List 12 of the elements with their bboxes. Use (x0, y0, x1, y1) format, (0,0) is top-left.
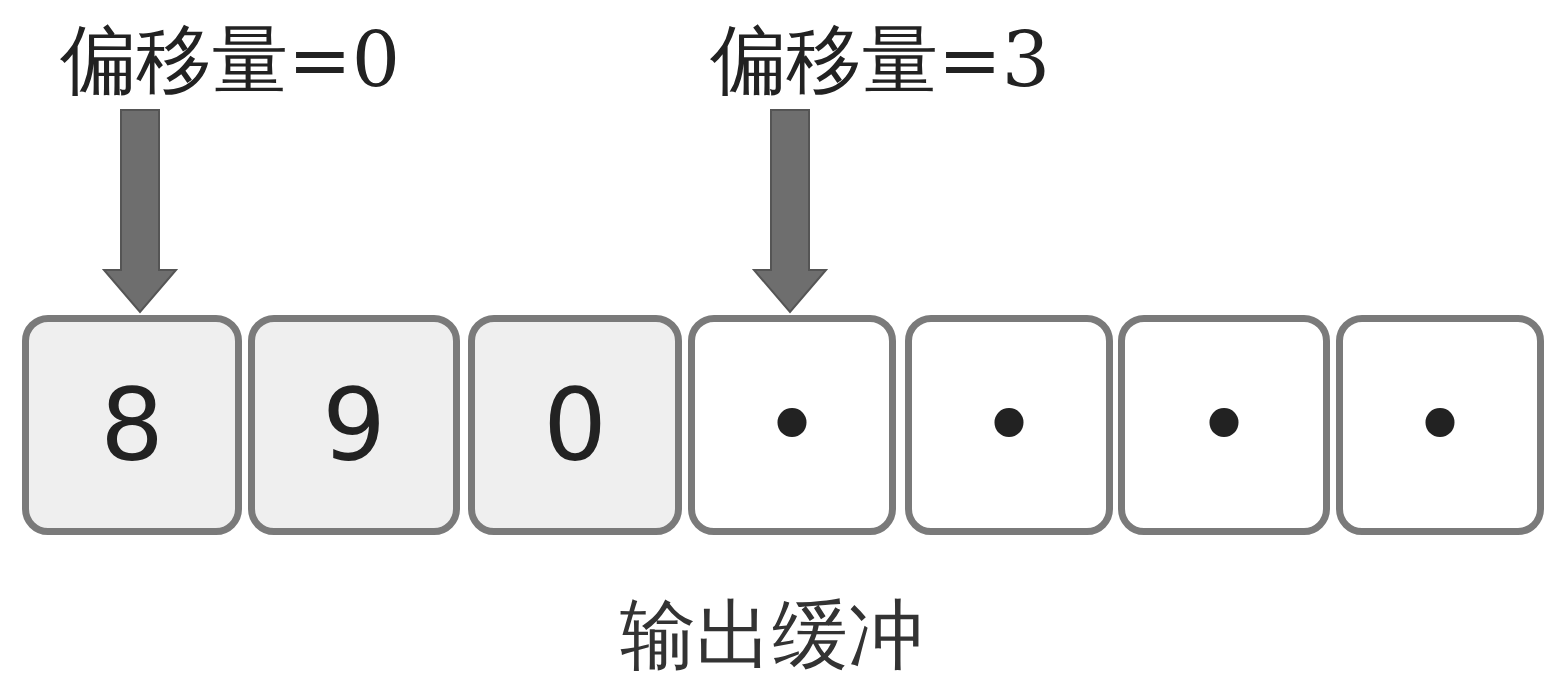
offset-label: 偏移量=3 (709, 14, 1050, 106)
buffer-cell: 0 (468, 315, 682, 535)
buffer-cell: • (1336, 315, 1544, 535)
buffer-cell: 8 (22, 315, 242, 535)
offset-label: 偏移量=0 (59, 14, 400, 106)
arrow (101, 109, 179, 314)
arrow (751, 109, 829, 314)
buffer-cell: • (905, 315, 1113, 535)
buffer-cell: • (1118, 315, 1330, 535)
buffer-cell: 9 (248, 315, 460, 535)
buffer-caption: 输出缓冲 (620, 589, 924, 681)
buffer-cell: • (688, 315, 896, 535)
